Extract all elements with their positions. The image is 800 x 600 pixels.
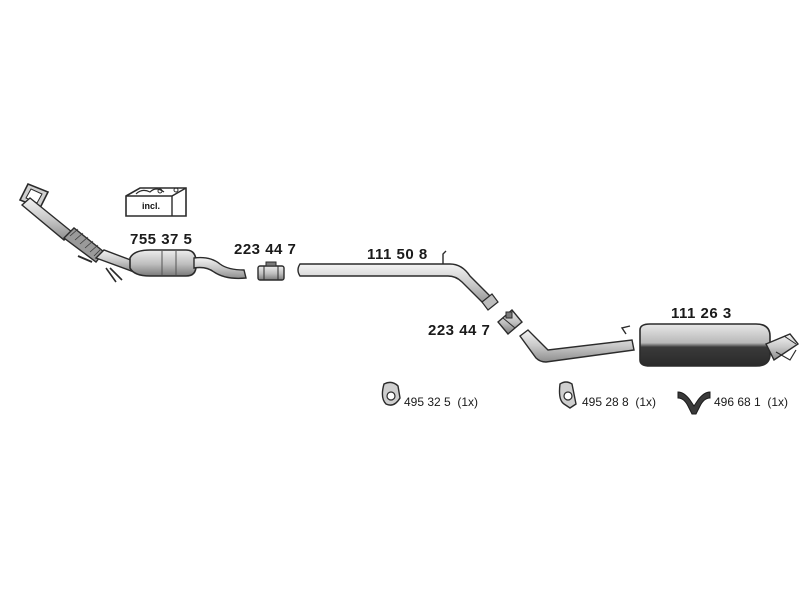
accessory-number: 496 68 1 [714, 395, 761, 409]
accessory-item: 495 32 5 (1x) [404, 395, 478, 409]
part-number-intermediate-pipe: 111 50 8 [367, 246, 428, 263]
accessory-item: 495 28 8 (1x) [582, 395, 656, 409]
clamp-front-part[interactable] [257, 261, 285, 281]
rear-silencer-part[interactable] [519, 323, 800, 367]
intermediate-pipe-part[interactable] [297, 250, 499, 311]
incl-kit-box-icon [125, 187, 187, 217]
part-number-catalytic-converter: 755 37 5 [130, 231, 193, 248]
part-number-clamp-rear: 223 44 7 [428, 322, 491, 339]
accessory-qty: (1x) [767, 395, 789, 409]
accessory-item: 496 68 1 (1x) [714, 395, 788, 409]
accessory-number: 495 32 5 [404, 395, 451, 409]
catalytic-converter-part[interactable] [18, 182, 247, 283]
rear-silencer-body-icon [639, 323, 771, 367]
rubber-mount-icon[interactable] [381, 381, 401, 406]
part-number-rear-silencer: 111 26 3 [671, 305, 732, 322]
rubber-hanger-icon[interactable] [558, 381, 577, 409]
incl-label: incl. [142, 201, 161, 211]
clamp-rear-part[interactable] [497, 309, 523, 335]
accessory-number: 495 28 8 [582, 395, 629, 409]
catalytic-converter-body-icon [129, 249, 197, 277]
accessory-qty: (1x) [635, 395, 657, 409]
part-number-clamp-front: 223 44 7 [234, 241, 297, 258]
down-pipe-icon [20, 197, 74, 241]
accessory-qty: (1x) [457, 395, 479, 409]
y-hanger-icon[interactable] [677, 391, 711, 415]
